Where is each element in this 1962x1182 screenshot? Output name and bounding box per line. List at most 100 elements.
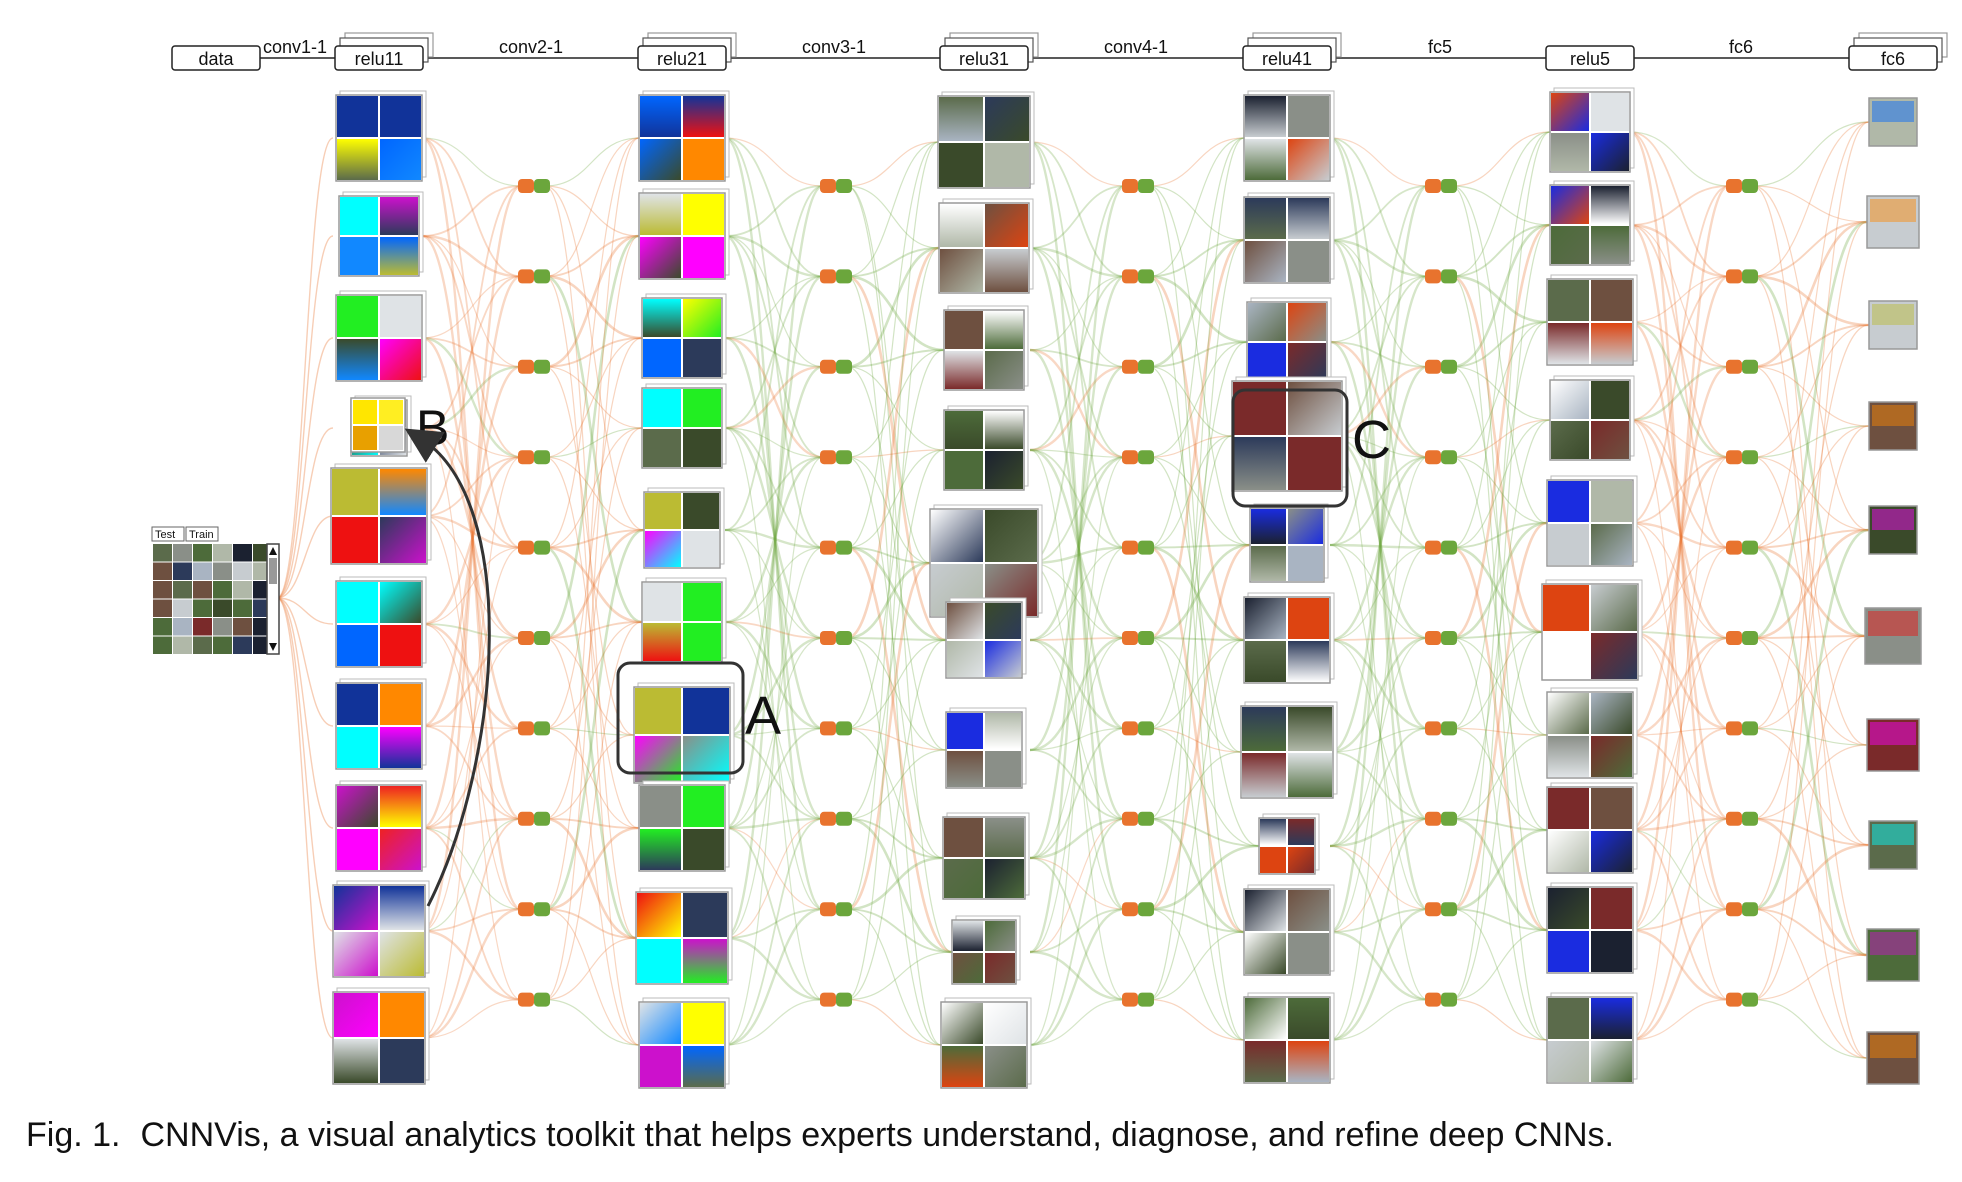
neuron-cluster-connector[interactable]	[518, 540, 550, 555]
feature-tile-relu5[interactable]	[1549, 375, 1635, 461]
input-thumbnail[interactable]	[213, 581, 232, 599]
feature-tile-relu11[interactable]	[335, 780, 427, 872]
input-thumbnail[interactable]	[233, 544, 252, 562]
neuron-cluster-connector[interactable]	[518, 992, 550, 1007]
feature-tile-relu31[interactable]	[929, 504, 1043, 618]
neuron-cluster-connector[interactable]	[820, 269, 852, 284]
feature-tile-relu31[interactable]	[945, 597, 1027, 679]
input-thumbnail[interactable]	[213, 618, 232, 636]
neuron-cluster-connector[interactable]	[518, 269, 550, 284]
neuron-cluster-connector[interactable]	[1726, 811, 1758, 826]
feature-tile-relu5[interactable]	[1549, 180, 1635, 266]
feature-tile-relu41[interactable]	[1243, 592, 1335, 684]
neuron-cluster-connector[interactable]	[820, 631, 852, 645]
neuron-cluster-connector[interactable]	[1425, 359, 1457, 374]
input-thumbnail[interactable]	[213, 636, 232, 655]
feature-tile-relu5[interactable]	[1541, 579, 1643, 681]
feature-tile-relu5[interactable]	[1546, 782, 1638, 874]
neuron-cluster-connector[interactable]	[1425, 902, 1457, 917]
input-thumbnail[interactable]	[233, 562, 252, 581]
neuron-cluster-connector[interactable]	[1122, 450, 1154, 465]
neuron-cluster-connector[interactable]	[1726, 631, 1758, 645]
feature-tile-relu11[interactable]	[335, 678, 427, 770]
neuron-cluster-connector[interactable]	[1726, 721, 1758, 736]
input-thumbnail[interactable]	[153, 599, 172, 618]
feature-tile-relu31[interactable]	[943, 405, 1029, 491]
feature-tile-relu31[interactable]	[943, 305, 1029, 391]
feature-tile-relu5[interactable]	[1546, 882, 1638, 974]
scroll-up-icon[interactable]	[269, 547, 277, 555]
neuron-cluster-connector[interactable]	[1726, 269, 1758, 284]
feature-tile-relu21[interactable]	[641, 383, 727, 469]
feature-tile-relu5[interactable]	[1549, 87, 1635, 173]
output-tile-fc6[interactable]	[1866, 928, 1920, 982]
feature-tile-relu11[interactable]	[338, 191, 424, 277]
neuron-cluster-connector[interactable]	[518, 811, 550, 826]
neuron-cluster-connector[interactable]	[518, 902, 550, 917]
input-thumbnail[interactable]	[193, 618, 212, 636]
input-thumbnail[interactable]	[153, 618, 172, 636]
layer-box-relu5[interactable]: relu5	[1545, 45, 1635, 71]
neuron-cluster-connector[interactable]	[1726, 179, 1758, 193]
neuron-cluster-connector[interactable]	[1122, 179, 1154, 193]
feature-tile-relu5[interactable]	[1546, 475, 1638, 567]
output-tile-fc6[interactable]	[1866, 195, 1920, 249]
feature-tile-relu41[interactable]	[1243, 192, 1335, 284]
feature-tile-relu5[interactable]	[1546, 992, 1638, 1084]
feature-tile-relu11[interactable]	[335, 90, 427, 182]
neuron-cluster-connector[interactable]	[1726, 450, 1758, 465]
layer-box-relu41[interactable]: relu41	[1242, 32, 1342, 71]
feature-tile-relu5[interactable]	[1546, 687, 1638, 779]
output-tile-fc6[interactable]	[1868, 820, 1918, 870]
input-thumbnail[interactable]	[153, 562, 172, 581]
feature-tile-relu21[interactable]	[638, 997, 730, 1089]
neuron-cluster-connector[interactable]	[820, 540, 852, 555]
feature-tile-relu41[interactable]	[1249, 503, 1329, 583]
output-tile-fc6[interactable]	[1864, 607, 1922, 665]
feature-tile-relu21[interactable]	[638, 188, 730, 280]
neuron-cluster-connector[interactable]	[820, 992, 852, 1007]
output-tile-fc6[interactable]	[1868, 300, 1918, 350]
feature-tile-relu21[interactable]	[641, 577, 727, 663]
scroll-thumb[interactable]	[269, 558, 277, 584]
feature-tile-relu21[interactable]	[633, 682, 735, 784]
layer-box-relu21[interactable]: relu21	[637, 32, 737, 71]
feature-tile-relu41[interactable]	[1243, 884, 1335, 976]
neuron-cluster-connector[interactable]	[518, 631, 550, 645]
layer-box-fc6[interactable]: fc6	[1848, 32, 1948, 71]
input-thumbnail[interactable]	[233, 581, 252, 599]
neuron-cluster-connector[interactable]	[1425, 992, 1457, 1007]
feature-tile-relu41[interactable]	[1240, 701, 1338, 799]
input-thumbnail[interactable]	[173, 562, 192, 581]
feature-tile-relu21[interactable]	[635, 887, 733, 985]
input-thumbnail[interactable]	[233, 618, 252, 636]
layer-box-data[interactable]: data	[171, 45, 261, 71]
neuron-cluster-connector[interactable]	[1122, 902, 1154, 917]
neuron-cluster-connector[interactable]	[1726, 359, 1758, 374]
input-thumbnail[interactable]	[233, 636, 252, 655]
neuron-cluster-connector[interactable]	[518, 450, 550, 465]
tab-test[interactable]	[151, 526, 185, 542]
neuron-cluster-connector[interactable]	[1425, 721, 1457, 736]
feature-tile-relu31[interactable]	[940, 997, 1032, 1089]
feature-tile-relu11[interactable]	[332, 880, 430, 978]
output-tile-fc6[interactable]	[1868, 505, 1918, 555]
input-thumbnail[interactable]	[153, 636, 172, 655]
neuron-cluster-connector[interactable]	[1122, 540, 1154, 555]
scroll-down-icon[interactable]	[269, 643, 277, 651]
neuron-cluster-connector[interactable]	[1425, 631, 1457, 645]
feature-tile-relu41[interactable]	[1258, 813, 1320, 875]
input-thumbnail[interactable]	[153, 544, 172, 562]
feature-tile-relu11[interactable]	[335, 576, 427, 668]
feature-tile-relu11[interactable]	[330, 463, 432, 565]
neuron-cluster-connector[interactable]	[1726, 540, 1758, 555]
neuron-cluster-connector[interactable]	[1425, 540, 1457, 555]
neuron-cluster-connector[interactable]	[518, 179, 550, 193]
neuron-cluster-connector[interactable]	[1726, 992, 1758, 1007]
neuron-cluster-connector[interactable]	[820, 721, 852, 736]
neuron-cluster-connector[interactable]	[820, 359, 852, 374]
feature-tile-relu5[interactable]	[1546, 274, 1638, 366]
feature-tile-relu41[interactable]	[1243, 992, 1335, 1084]
neuron-cluster-connector[interactable]	[518, 721, 550, 736]
